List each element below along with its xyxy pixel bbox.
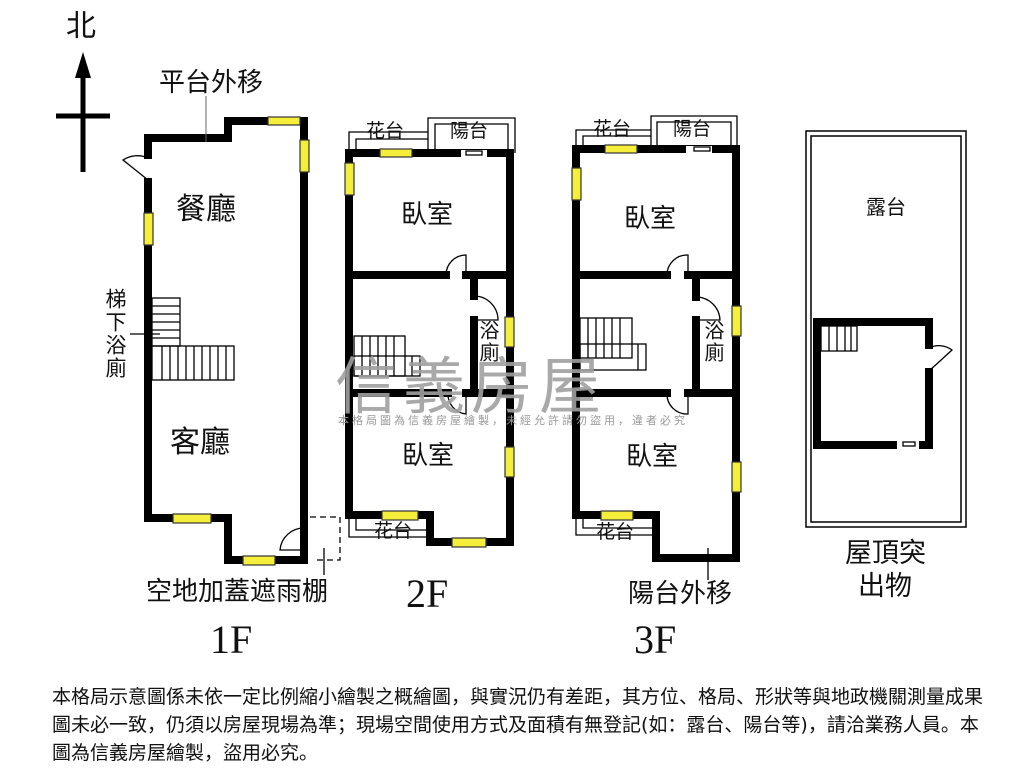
stair-bathroom-label: 梯下浴廁 [103, 288, 127, 380]
3f-planter-bottom-label: 花台 [596, 521, 635, 543]
2f-room-bathroom: 浴廁 [476, 320, 500, 364]
roof-structure-label-line1: 屋頂突 [845, 538, 926, 569]
floor-2f-label: 2F [406, 571, 449, 616]
north-arrow-icon [56, 52, 110, 172]
2f-planter-top-label: 花台 [366, 120, 405, 142]
canopy-label: 空地加蓋遮雨棚 [146, 577, 329, 607]
platform-moved-label: 平台外移 [159, 68, 264, 98]
2f-room-bedroom-south: 臥室 [402, 441, 455, 471]
watermark-notice: 本格局圖為信義房屋繪製，未經允許請勿盜用，違者必究 [338, 414, 688, 427]
3f-room-bedroom-north: 臥室 [624, 204, 677, 234]
floor-1f-label: 1F [210, 617, 253, 662]
roof-plan [805, 130, 967, 528]
2f-balcony-label: 陽台 [450, 120, 489, 142]
compass-label: 北 [66, 9, 96, 44]
3f-planter-top-label: 花台 [593, 118, 632, 140]
room-dining: 餐廳 [176, 192, 236, 227]
3f-room-bathroom: 浴廁 [701, 320, 725, 364]
floor-3f-plan [571, 115, 742, 580]
watermark-brand: 信義房屋 [335, 350, 608, 423]
3f-room-bedroom-south: 臥室 [626, 442, 679, 472]
room-living: 客廳 [170, 425, 230, 460]
roof-structure-label-line2: 出物 [858, 571, 912, 602]
floor-3f-label: 3F [634, 617, 677, 662]
floor-2f-plan [344, 117, 516, 548]
2f-planter-bottom-label: 花台 [374, 520, 413, 542]
roof-terrace-label: 露台 [866, 195, 906, 219]
3f-balcony-label: 陽台 [673, 118, 712, 140]
2f-room-bedroom-north: 臥室 [401, 200, 454, 230]
floor-1f-plan [121, 96, 341, 575]
disclaimer-text: 本格局示意圖係未依一定比例縮小繪製之概繪圖，與實況仍有差距，其方位、格局、形狀等… [52, 686, 984, 764]
3f-balcony-moved-label: 陽台外移 [628, 579, 733, 609]
